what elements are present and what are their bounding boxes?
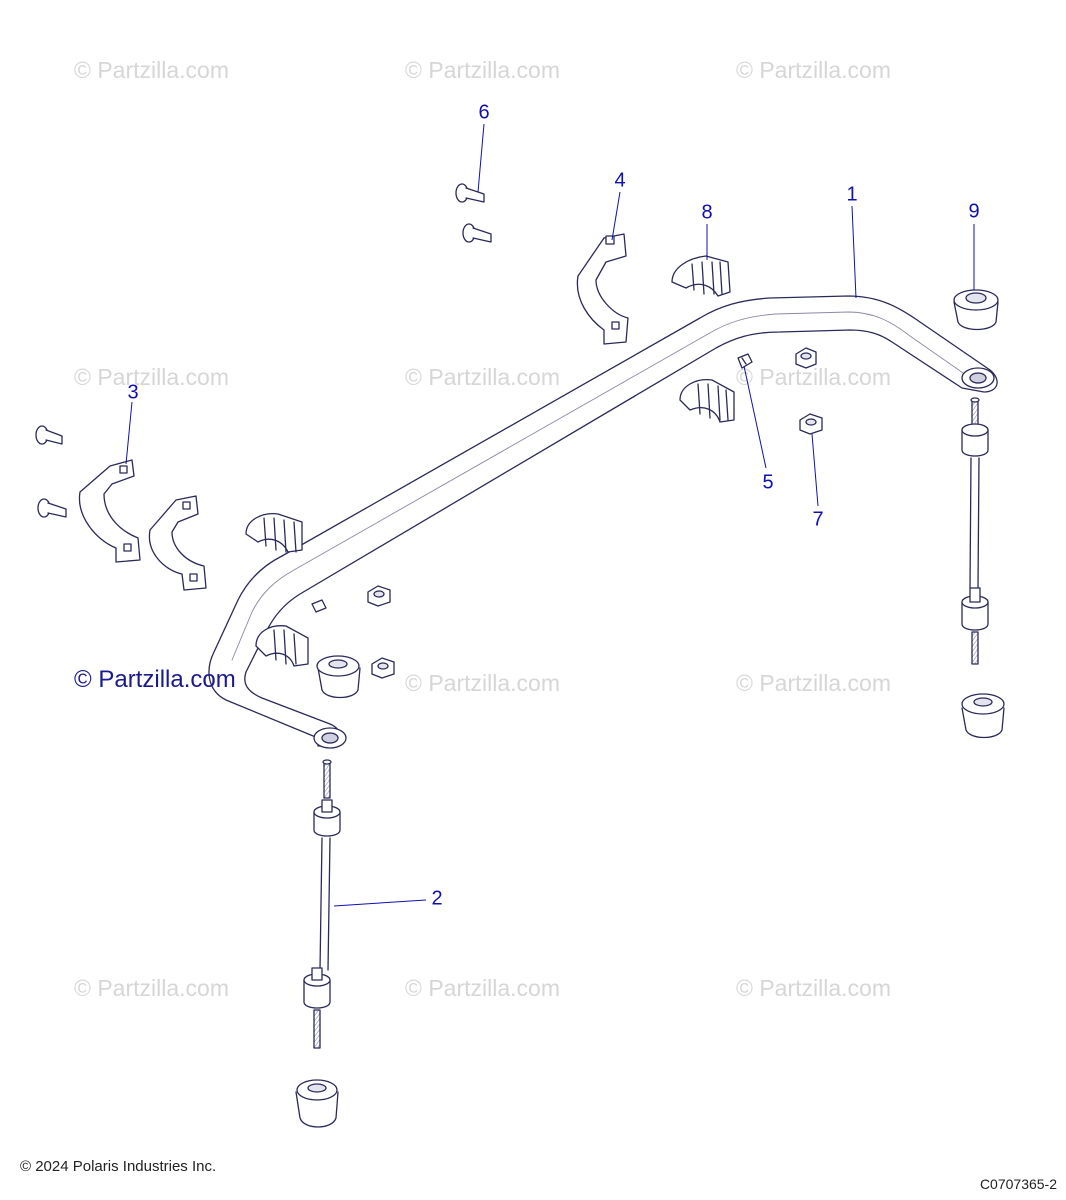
diagram-code: C0707365-2 bbox=[979, 1176, 1057, 1192]
leader-line-1 bbox=[851, 205, 857, 299]
watermark: © Partzilla.com bbox=[736, 57, 891, 83]
callout-6: 6 bbox=[478, 101, 490, 124]
nut-left-lower bbox=[372, 658, 394, 678]
bushing-upper-right bbox=[954, 290, 998, 330]
bar-bushing-left-lower bbox=[256, 626, 308, 666]
bar-bushing-upper bbox=[672, 256, 730, 296]
link-rod-left bbox=[304, 760, 340, 1048]
bar-bushing-left-upper bbox=[246, 514, 302, 552]
watermark: © Partzilla.com bbox=[736, 670, 891, 696]
leader-line-2 bbox=[333, 899, 427, 907]
leader-line-5 bbox=[743, 365, 767, 469]
leader-line-3 bbox=[125, 401, 133, 465]
watermark: © Partzilla.com bbox=[736, 364, 891, 390]
callout-1: 1 bbox=[846, 183, 858, 206]
callout-5: 5 bbox=[762, 471, 774, 494]
grease-fitting-left bbox=[312, 600, 326, 612]
copyright-footer: © 2024 Polaris Industries Inc. bbox=[20, 1158, 217, 1175]
link-rod-right bbox=[962, 398, 988, 664]
callout-2: 2 bbox=[431, 887, 443, 910]
watermark: © Partzilla.com bbox=[405, 364, 560, 390]
clamp-left-b bbox=[149, 496, 206, 590]
bolt-lower bbox=[463, 224, 491, 242]
watermark-main: © Partzilla.com bbox=[74, 666, 236, 693]
nut-upper-right bbox=[796, 348, 816, 368]
nut-lower-right bbox=[800, 414, 822, 434]
leader-line-6 bbox=[477, 123, 485, 193]
watermark: © Partzilla.com bbox=[405, 57, 560, 83]
callout-4: 4 bbox=[614, 169, 626, 192]
callout-7: 7 bbox=[812, 508, 824, 531]
watermark: © Partzilla.com bbox=[736, 975, 891, 1001]
leader-line-4 bbox=[611, 191, 621, 241]
clamp-left-a bbox=[79, 460, 140, 562]
nut-left-upper bbox=[368, 586, 390, 606]
bushing-center-left bbox=[317, 656, 360, 698]
bolt-left-upper bbox=[36, 426, 62, 444]
leader-line-7 bbox=[811, 433, 819, 507]
stabilizer-bar bbox=[209, 296, 997, 748]
bushing-lower-left bbox=[296, 1080, 338, 1127]
clamp-upper bbox=[577, 234, 628, 344]
bar-bushing-mid bbox=[680, 380, 734, 422]
watermark: © Partzilla.com bbox=[74, 975, 229, 1001]
bolt-upper bbox=[456, 184, 484, 202]
watermark: © Partzilla.com bbox=[405, 975, 560, 1001]
bushing-lower-right bbox=[962, 694, 1004, 738]
callout-8: 8 bbox=[701, 201, 713, 224]
callout-9: 9 bbox=[968, 200, 980, 223]
bolt-left-lower bbox=[38, 499, 66, 517]
watermark: © Partzilla.com bbox=[74, 364, 229, 390]
watermark: © Partzilla.com bbox=[74, 57, 229, 83]
callout-3: 3 bbox=[127, 381, 139, 404]
grease-fitting-right bbox=[738, 354, 752, 368]
watermark: © Partzilla.com bbox=[405, 670, 560, 696]
